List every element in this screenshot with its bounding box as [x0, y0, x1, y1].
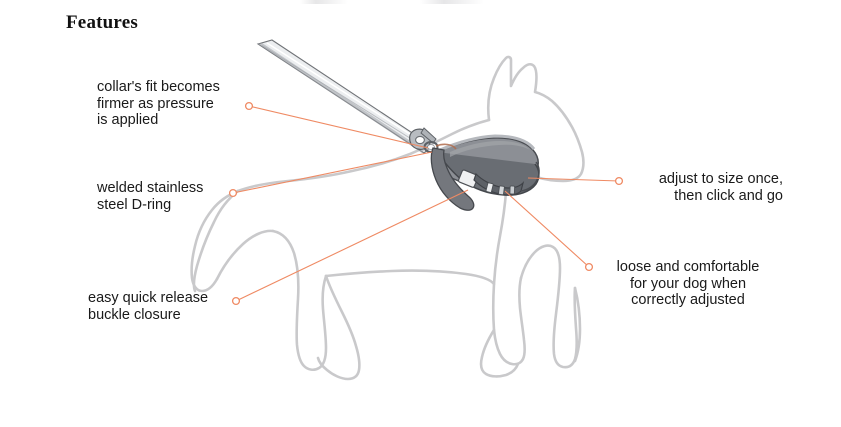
callout-label-quick-release-buckle: easy quick release buckle closure [88, 290, 209, 323]
callout-label-adjust-to-size: adjust to size once, then click and go [658, 171, 783, 204]
callout-leader-line-loose-and-comfortable [504, 190, 590, 268]
callout-label-loose-and-comfortable: loose and comfortable for your dog when … [616, 259, 760, 309]
callout-leader-line-adjust-to-size [527, 177, 620, 182]
dog-collar [430, 134, 540, 211]
callout-dot-adjust-to-size [614, 176, 624, 186]
callout-leader-line-quick-release-buckle [235, 189, 469, 302]
leash-strap [256, 39, 433, 154]
callout-leader-line-welded-d-ring [232, 151, 433, 194]
callout-label-collar-fit: collar's fit becomes firmer as pressure … [97, 79, 220, 129]
callout-leader-line-collar-fit [248, 105, 429, 149]
callout-dot-quick-release-buckle [231, 296, 241, 306]
callout-dot-welded-d-ring [228, 188, 238, 198]
page-title: Features [66, 12, 138, 33]
dog-outline [190, 55, 585, 381]
callout-leader-lines [228, 101, 624, 306]
callout-dot-loose-and-comfortable [584, 262, 594, 272]
callout-dot-collar-fit [244, 101, 254, 111]
callout-label-welded-d-ring: welded stainless steel D-ring [97, 180, 204, 213]
top-edge-artifact [300, 0, 500, 4]
